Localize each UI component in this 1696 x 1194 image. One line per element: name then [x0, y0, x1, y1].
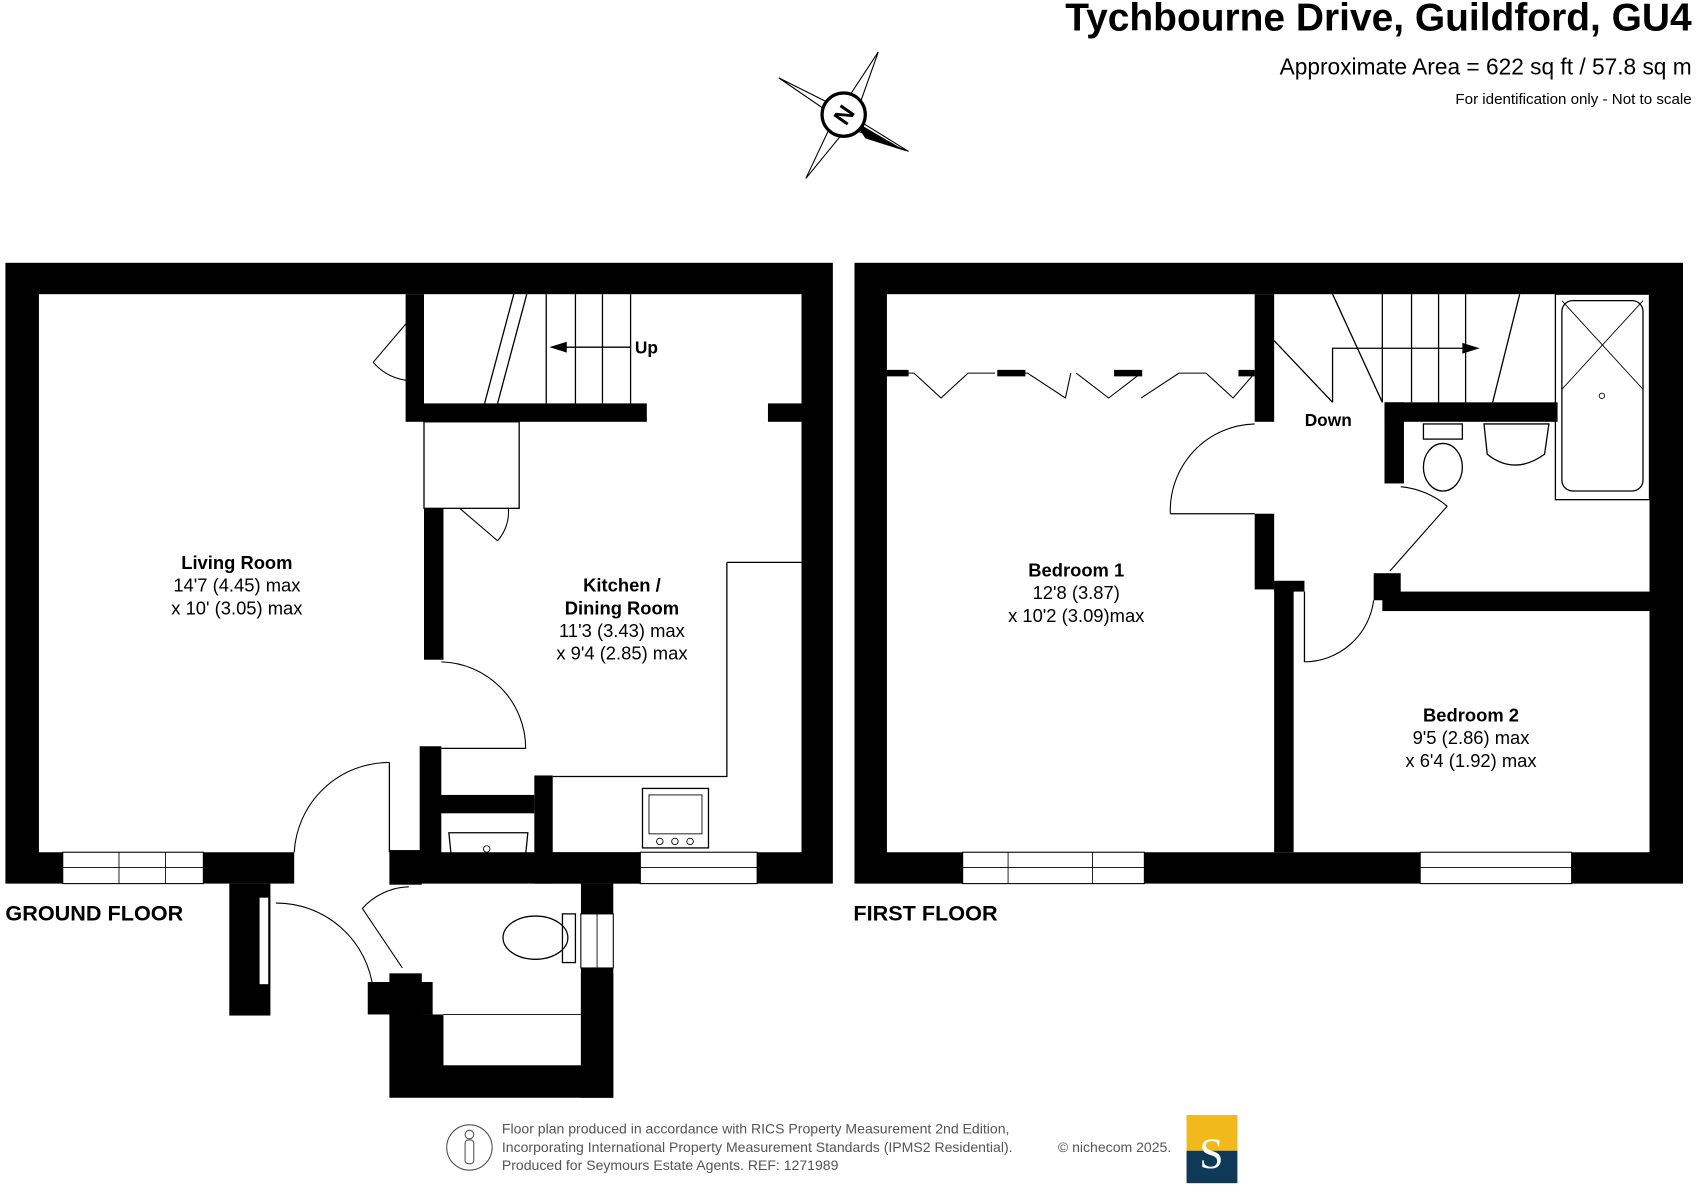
- room-dim-living-room-2: x 10' (3.05) max: [171, 597, 302, 618]
- footer-line-2: Incorporating International Property Mea…: [502, 1139, 1013, 1155]
- compass-icon: N: [778, 51, 909, 179]
- stairs-down-label: Down: [1305, 410, 1352, 430]
- copyright: © nichecom 2025.: [1058, 1139, 1171, 1155]
- room-dim-living-room-1: 14'7 (4.45) max: [173, 575, 300, 596]
- stairs: Up: [483, 294, 658, 404]
- room-name-kitchen: Kitchen /: [583, 575, 661, 596]
- seymours-logo: S: [1186, 1115, 1238, 1184]
- first-floor-plan: Down Bedroom 1 12'8 (3.87) x 10'2 (3.09)…: [853, 262, 1684, 925]
- disclaimer: For identification only - Not to scale: [1455, 91, 1691, 108]
- room-dim-bedroom-2-1: 9'5 (2.86) max: [1413, 727, 1530, 748]
- room-dim-bedroom-1-2: x 10'2 (3.09)max: [1008, 605, 1144, 626]
- room-dim-kitchen-2: x 9'4 (2.85) max: [556, 643, 687, 664]
- footer-line-1: Floor plan produced in accordance with R…: [502, 1120, 1010, 1136]
- room-name-bedroom-1: Bedroom 1: [1028, 559, 1124, 580]
- room-name-bedroom-2: Bedroom 2: [1423, 704, 1519, 725]
- person-scale-icon: [446, 1124, 493, 1171]
- ground-floor-label: GROUND FLOOR: [5, 900, 183, 925]
- first-floor-label: FIRST FLOOR: [853, 900, 998, 925]
- stairs-up-label: Up: [635, 338, 658, 358]
- room-dim-bedroom-1-1: 12'8 (3.87): [1033, 582, 1120, 603]
- footer: Floor plan produced in accordance with R…: [446, 1115, 1238, 1184]
- stairs: Down: [1273, 293, 1521, 430]
- room-dim-kitchen-1: 11'3 (3.43) max: [559, 620, 685, 641]
- approximate-area: Approximate Area = 622 sq ft / 57.8 sq m: [1280, 54, 1692, 80]
- footer-line-3: Produced for Seymours Estate Agents. REF…: [502, 1157, 839, 1173]
- property-title: Tychbourne Drive, Guildford, GU4: [1065, 0, 1692, 39]
- room-name-dining-room: Dining Room: [565, 597, 679, 618]
- room-name-living-room: Living Room: [181, 552, 292, 573]
- logo-letter: S: [1199, 1130, 1223, 1178]
- room-dim-bedroom-2-2: x 6'4 (1.92) max: [1405, 750, 1536, 771]
- ground-floor-plan: Up Living Room 14'7 (4.45) max x 10' (3.…: [5, 262, 833, 1098]
